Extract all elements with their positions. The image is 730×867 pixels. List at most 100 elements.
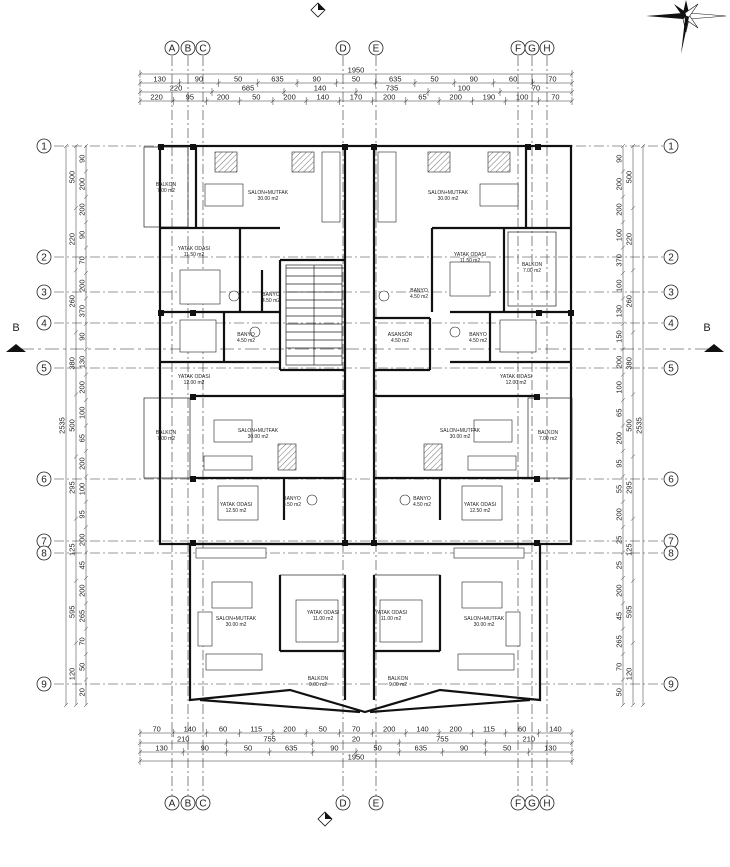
svg-text:7: 7	[668, 537, 674, 548]
left-fine-label: 50	[78, 663, 87, 671]
room-area: 7.00 m2	[157, 188, 175, 194]
room-area: 30.00 m2	[474, 622, 495, 628]
right-fine-label: 65	[615, 409, 624, 417]
grid-bubble-9-left: 9	[36, 676, 52, 692]
room-name: YATAK ODASI	[178, 246, 210, 252]
grid-bubble-3-right: 3	[663, 284, 679, 300]
top-row3-label: 220	[150, 93, 163, 102]
right-fine-label: 265	[615, 635, 624, 648]
room-area: 9.00 m2	[309, 682, 327, 688]
left-fine-label: 70	[78, 637, 87, 645]
left-groups-label: 500	[68, 171, 77, 184]
top-row3-label: 65	[418, 93, 426, 102]
right-fine-label: 25	[615, 536, 624, 544]
left-fine-label: 100	[78, 407, 87, 420]
bottom-row1-label: 115	[250, 725, 262, 734]
grid-bubble-1-right: 1	[663, 138, 679, 154]
room-name: BALKON	[156, 182, 177, 188]
grid-bubble-h-bottom: H	[539, 795, 555, 811]
left-fine-label: 70	[78, 256, 87, 264]
bottom-row3-label: 90	[201, 744, 209, 753]
svg-text:5: 5	[41, 364, 47, 375]
top-row3-label: 170	[350, 93, 363, 102]
room-name: BALKON	[388, 676, 409, 682]
top-row1-label: 130	[153, 75, 166, 84]
bottom-row3-label: 635	[415, 744, 428, 753]
left-fine-label: 200	[78, 584, 87, 597]
room-name: SALON+MUTFAK	[238, 428, 279, 434]
right-fine-label: 200	[615, 356, 624, 369]
left-groups-label: 220	[68, 233, 77, 246]
section-marker-left-icon	[6, 344, 26, 352]
svg-text:E: E	[373, 799, 380, 810]
room-name: BANYO	[237, 332, 255, 338]
grid-bubble-c-bottom: C	[195, 795, 211, 811]
svg-text:8: 8	[668, 549, 674, 560]
right-fine-label: 200	[615, 584, 624, 597]
svg-text:3: 3	[668, 288, 674, 299]
svg-text:H: H	[543, 44, 550, 55]
room-area: 4.50 m2	[413, 502, 431, 508]
svg-text:8: 8	[41, 549, 47, 560]
left-total-label: 2535	[58, 417, 67, 434]
left-fine-label: 200	[78, 279, 87, 292]
left-fine-label: 265	[78, 610, 87, 623]
bottom-row2-label: 210	[177, 735, 190, 744]
furniture	[179, 151, 537, 671]
svg-text:B: B	[185, 799, 192, 810]
left-groups-label: 595	[68, 606, 77, 619]
svg-text:C: C	[199, 44, 206, 55]
room-area: 30.00 m2	[258, 196, 279, 202]
bottom-row2-label: 20	[352, 735, 360, 744]
right-fine-label: 25	[615, 561, 624, 569]
top-row2-label: 100	[458, 84, 471, 93]
right-fine-label: 70	[615, 663, 624, 671]
top-row2-label: 140	[314, 84, 327, 93]
right-fine-label: 200	[615, 203, 624, 216]
left-groups-label: 380	[68, 357, 77, 370]
room-name: BALKON	[522, 262, 543, 268]
grid-bubble-b-bottom: B	[180, 795, 196, 811]
right-fine-label: 100	[615, 279, 624, 292]
top-row3-label: 190	[483, 93, 496, 102]
right-groups-label: 380	[625, 357, 634, 370]
room-area: 11.00 m2	[381, 616, 402, 622]
section-label-left: B	[12, 322, 19, 334]
room-area: 4.50 m2	[410, 294, 428, 300]
svg-text:F: F	[515, 44, 521, 55]
bottom-row3-label: 50	[373, 744, 381, 753]
grid-bubble-4-right: 4	[663, 315, 679, 331]
right-fine-label: 95	[615, 459, 624, 467]
right-fine-label: 200	[615, 432, 624, 445]
svg-text:4: 4	[41, 319, 47, 330]
bottom-row1-label: 70	[152, 725, 160, 734]
top-row2-label: 735	[386, 84, 399, 93]
bottom-row2-label: 755	[263, 735, 276, 744]
room-area: 9.00 m2	[389, 682, 407, 688]
svg-text:C: C	[199, 799, 206, 810]
room-name: BALKON	[156, 430, 177, 436]
grid-bubble-6-left: 6	[36, 471, 52, 487]
room-area: 11.50 m2	[184, 252, 205, 258]
compass-rose-icon	[646, 0, 727, 54]
grid-bubble-a-bottom: A	[164, 795, 180, 811]
room-area: 30.00 m2	[438, 196, 459, 202]
right-fine-label: 150	[615, 330, 624, 343]
room-area: 11.00 m2	[313, 616, 334, 622]
left-fine-label: 200	[78, 381, 87, 394]
right-fine-label: 45	[615, 612, 624, 620]
bottom-row1-label: 70	[352, 725, 360, 734]
top-row1-label: 90	[195, 75, 203, 84]
grid-bubble-e-bottom: E	[368, 795, 384, 811]
svg-text:D: D	[339, 799, 346, 810]
building-walls	[143, 144, 573, 714]
room-name: BANYO	[410, 288, 428, 294]
room-name: BANYO	[262, 292, 280, 298]
